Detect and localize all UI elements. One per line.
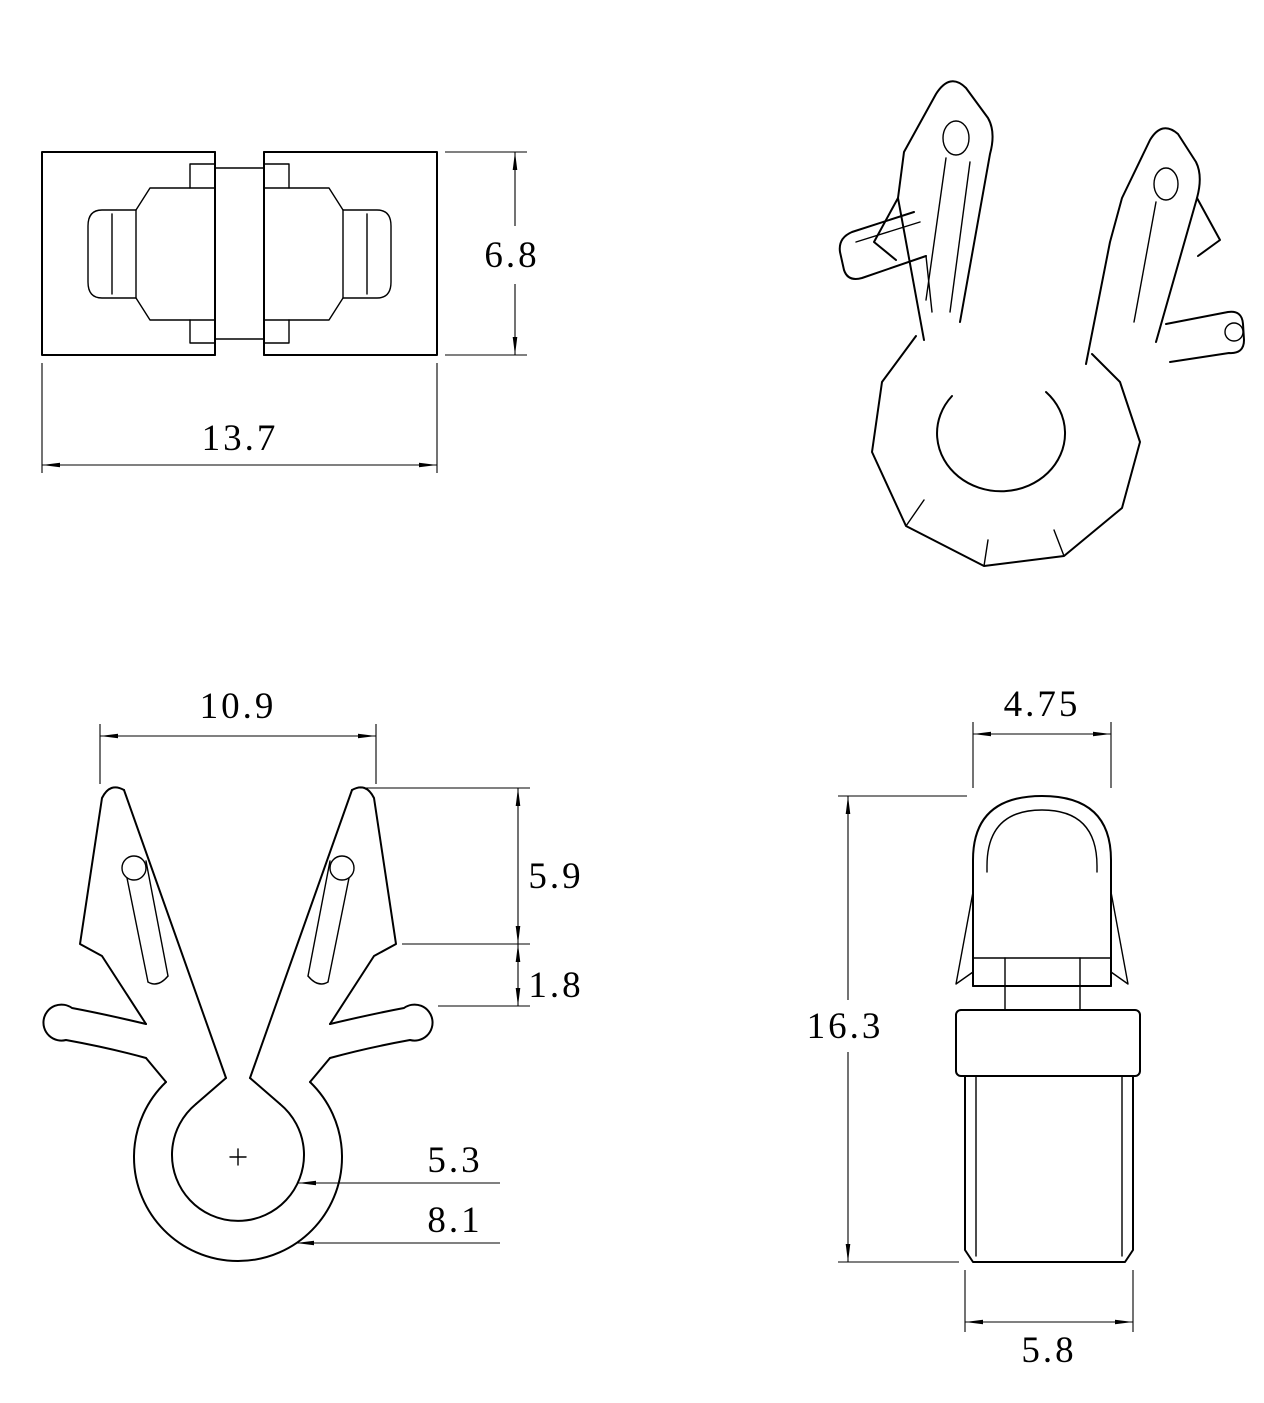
prong-eye-hole bbox=[121, 855, 147, 881]
front-ring bbox=[133, 1081, 343, 1262]
dim-text-front-barb-offset: 1.8 bbox=[528, 965, 583, 1006]
front-right-half bbox=[249, 786, 434, 1105]
front-view: 10.9 5.9 1.8 5.3 8.1 bbox=[42, 686, 583, 1262]
dim-top-height: 6.8 bbox=[445, 151, 539, 356]
prong-barb bbox=[873, 197, 899, 261]
prong-outline bbox=[1085, 127, 1201, 365]
dim-front-head-height: 5.9 bbox=[360, 787, 583, 945]
center-mark bbox=[229, 1148, 247, 1166]
wing-rolled-end bbox=[1224, 322, 1244, 342]
prong-slot-line bbox=[126, 877, 149, 983]
iso-ring-facet-edge bbox=[905, 499, 925, 527]
wing-connector bbox=[925, 255, 933, 313]
dim-text-front-width: 10.9 bbox=[200, 686, 277, 727]
prong-eye-hole bbox=[942, 120, 970, 156]
top-view-body bbox=[41, 151, 438, 356]
prong-slot-end bbox=[147, 975, 169, 985]
prong-inner-line bbox=[1133, 201, 1157, 323]
side-spring-arm-right bbox=[1110, 891, 1129, 985]
wing-outline bbox=[42, 1003, 147, 1059]
side-view: 4.75 16.3 5.8 bbox=[807, 684, 1141, 1371]
top-view: 13.7 6.8 bbox=[41, 151, 539, 473]
dim-front-inner-diameter: 5.3 bbox=[298, 1140, 500, 1186]
ring-inner-arc bbox=[171, 1103, 305, 1222]
latch-step-top bbox=[189, 163, 216, 189]
dim-text-inner-diameter: 5.3 bbox=[427, 1140, 482, 1181]
latch-nub-outline bbox=[87, 209, 137, 299]
latch-step-bottom bbox=[189, 319, 216, 344]
dim-text-top-height: 6.8 bbox=[484, 235, 539, 276]
head-outline bbox=[972, 795, 1112, 987]
iso-ring-facet-edge bbox=[1053, 529, 1065, 557]
dim-text-side-head-width: 4.75 bbox=[1004, 684, 1081, 725]
wing-outline bbox=[1165, 310, 1245, 363]
wing-outline bbox=[838, 211, 927, 280]
dim-side-total-height: 16.3 bbox=[807, 795, 967, 1263]
side-view-body bbox=[955, 795, 1141, 1263]
iso-right-wing bbox=[1165, 310, 1245, 363]
flange-outline bbox=[955, 1009, 1141, 1077]
iso-left-prong bbox=[873, 80, 994, 341]
prong-inner-line bbox=[949, 161, 971, 313]
iso-left-wing bbox=[838, 211, 933, 313]
prong-inner-edge bbox=[123, 789, 227, 1079]
prong-slot-line bbox=[145, 860, 169, 977]
head-inner-dome bbox=[986, 809, 1098, 873]
dim-text-front-head-height: 5.9 bbox=[528, 856, 583, 897]
base-outline bbox=[964, 1075, 1134, 1263]
iso-ring-outer bbox=[871, 335, 1141, 567]
latch-top-bar bbox=[135, 187, 216, 211]
prong-outer-edge bbox=[79, 786, 147, 1025]
dim-side-base-width: 5.8 bbox=[964, 1270, 1134, 1371]
left-block-outline bbox=[41, 151, 216, 356]
dim-text-top-width: 13.7 bbox=[202, 418, 279, 459]
prong-outline bbox=[897, 80, 994, 341]
prong-inner-line bbox=[925, 157, 947, 301]
front-left-half bbox=[42, 786, 227, 1105]
dim-front-width: 10.9 bbox=[99, 686, 377, 784]
wing-inner-line bbox=[855, 221, 921, 243]
dim-text-side-total-height: 16.3 bbox=[807, 1006, 884, 1047]
prong-to-ring-connector bbox=[195, 1077, 227, 1105]
latch-bottom-bar bbox=[135, 297, 216, 321]
dim-text-outer-diameter: 8.1 bbox=[427, 1200, 482, 1241]
dim-text-side-base-width: 5.8 bbox=[1021, 1330, 1076, 1371]
iso-right-prong bbox=[1085, 127, 1221, 365]
latch-detail-left bbox=[87, 163, 216, 344]
dim-side-head-width: 4.75 bbox=[972, 684, 1112, 788]
latch-detail-right bbox=[263, 163, 392, 344]
right-block-outline bbox=[263, 151, 438, 356]
isometric-view bbox=[838, 80, 1245, 567]
iso-ring-facet-edge bbox=[983, 539, 989, 567]
side-spring-arm-left bbox=[955, 891, 974, 985]
dim-top-width: 13.7 bbox=[41, 363, 438, 473]
iso-ring-inner-hole bbox=[936, 391, 1067, 493]
prong-barb bbox=[1196, 197, 1221, 257]
ring-outer-arc bbox=[133, 1081, 343, 1262]
prong-eye-hole bbox=[1153, 167, 1179, 201]
dim-front-outer-diameter: 8.1 bbox=[296, 1200, 500, 1246]
wing-to-ring-connector bbox=[145, 1057, 167, 1083]
dim-front-barb-offset: 1.8 bbox=[438, 944, 583, 1007]
